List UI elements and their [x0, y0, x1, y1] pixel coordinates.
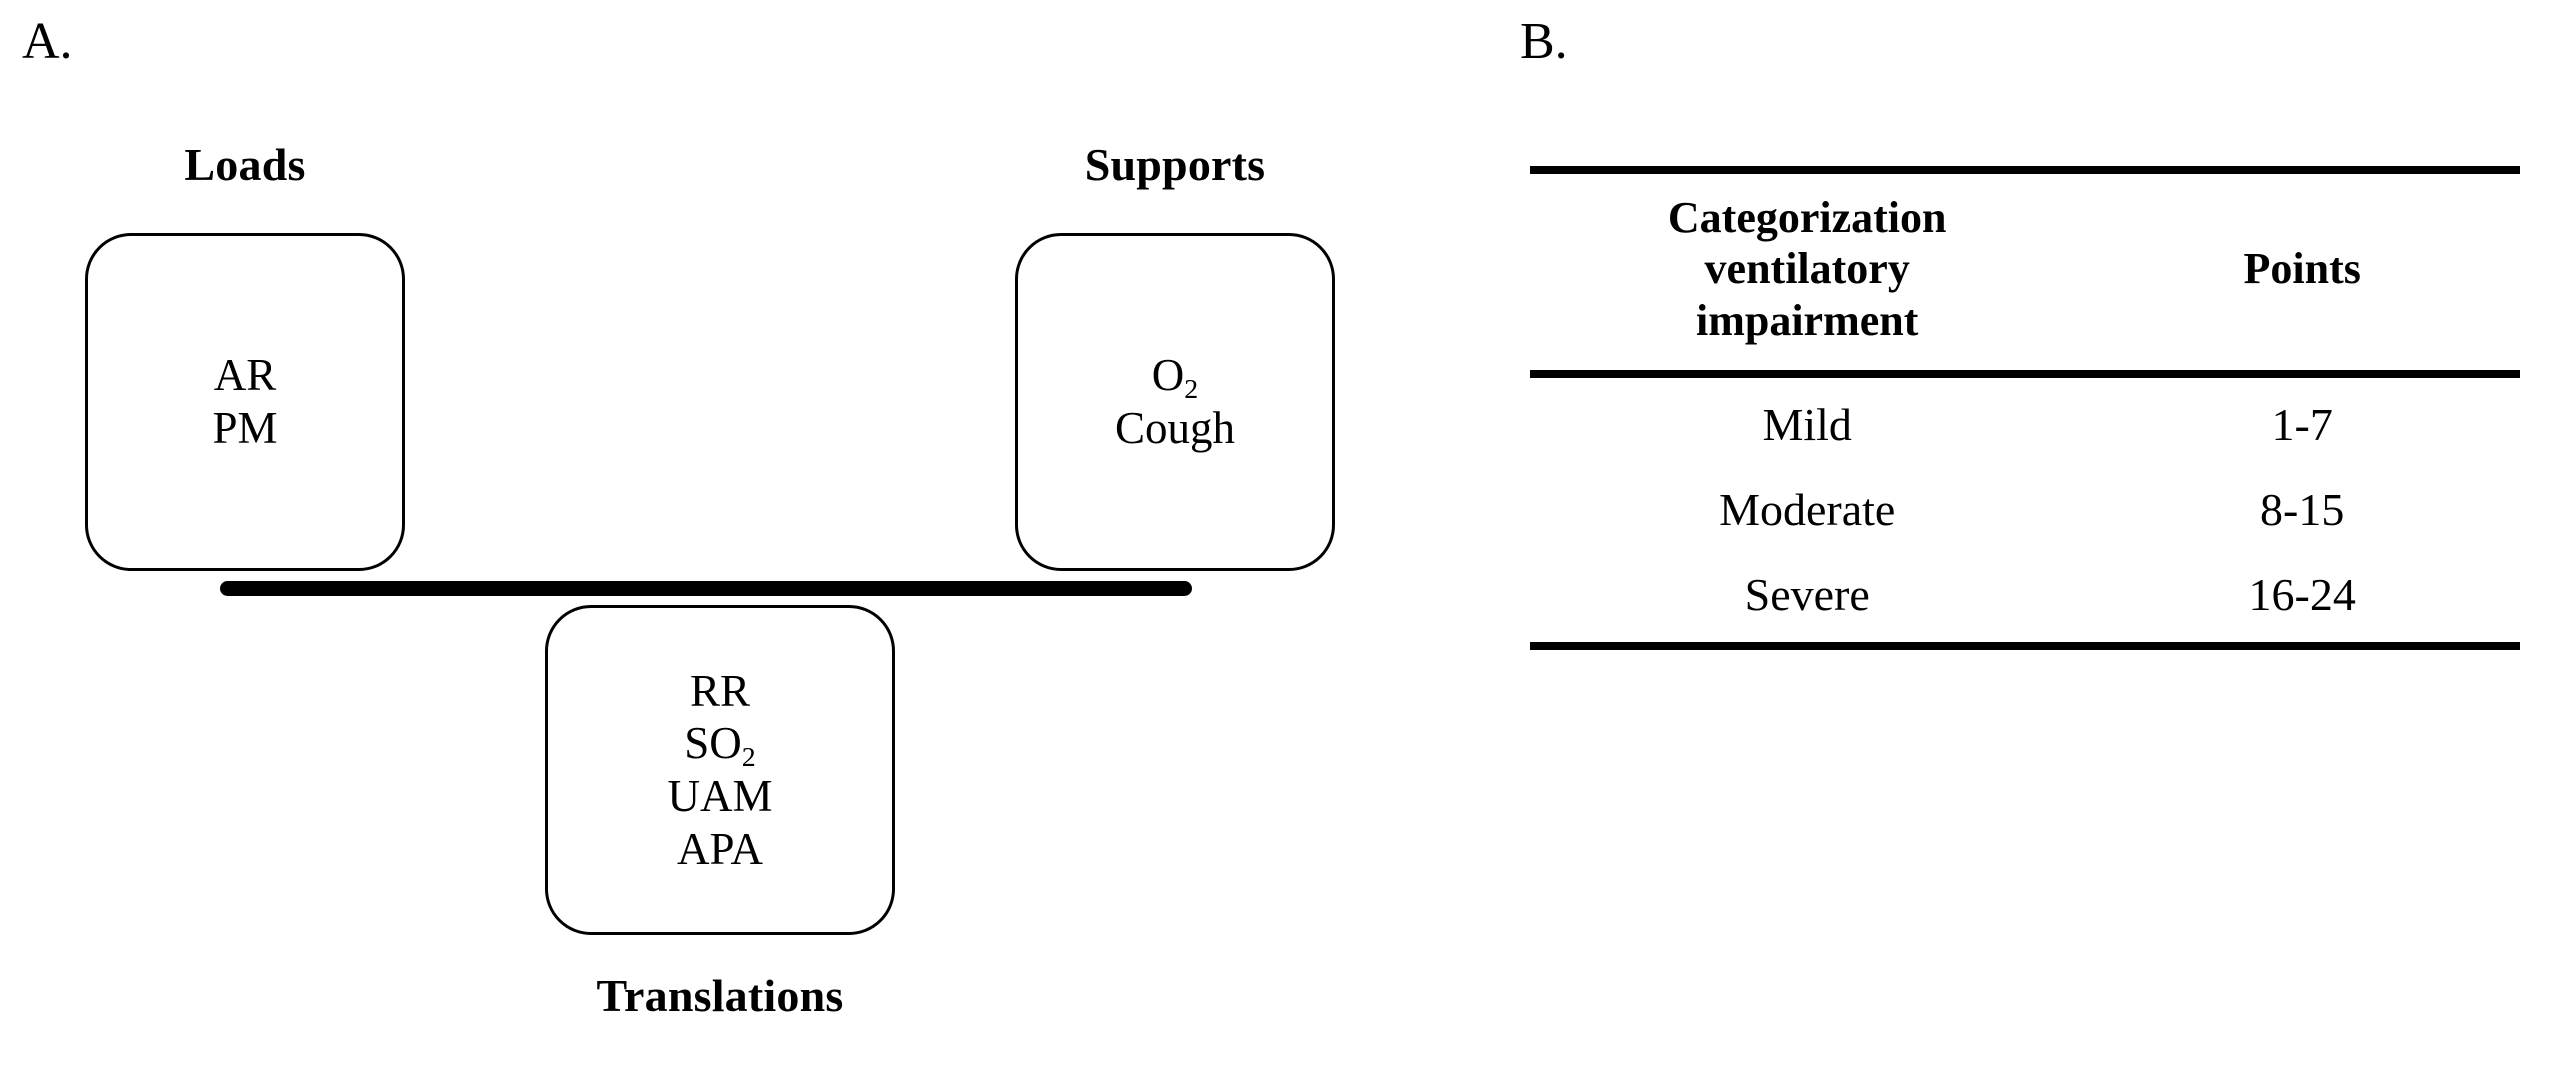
ventilatory-impairment-table: Categorization ventilatory impairment Po…	[1530, 165, 2520, 651]
translations-item-1-text: SO	[684, 718, 742, 769]
balance-beam	[220, 581, 1192, 596]
supports-caption: Supports	[1084, 139, 1266, 190]
loads-item-1-text: PM	[212, 403, 278, 453]
loads-box: AR PM	[85, 233, 405, 571]
loads-caption: Loads	[184, 139, 306, 190]
translations-item-1-subscript: 2	[741, 742, 756, 774]
loads-item-0-text: AR	[213, 350, 277, 401]
table-row: Mild 1-7	[1530, 374, 2520, 468]
column-header-categorization: Categorization ventilatory impairment	[1530, 165, 2085, 379]
supports-item-0-subscript: 2	[1184, 374, 1199, 406]
cell-category-moderate: Moderate	[1719, 484, 1896, 535]
cell-points-mild: 1-7	[2271, 399, 2333, 451]
panel-b-letter: B.	[1520, 13, 1568, 70]
table-row: Severe 16-24	[1530, 552, 2520, 651]
table-row: Moderate 8-15	[1530, 468, 2520, 553]
supports-item-0: O2	[1151, 349, 1199, 406]
supports-item-0-text: O	[1151, 350, 1185, 401]
translations-box: RR SO2 UAM APA	[545, 605, 895, 935]
table-body: Mild 1-7 Moderate 8-15 Severe 16-24	[1530, 374, 2520, 651]
cell-category-severe: Severe	[1530, 552, 2085, 651]
column-header-categorization-line-2: impairment	[1695, 295, 1919, 345]
column-header-categorization-line-1: ventilatory	[1704, 244, 1910, 294]
table-header: Categorization ventilatory impairment Po…	[1530, 165, 2520, 379]
table-header-row: Categorization ventilatory impairment Po…	[1530, 165, 2520, 379]
supports-item-1-text: Cough	[1114, 403, 1235, 453]
translations-item-0-text: RR	[689, 665, 751, 716]
cell-points-severe: 16-24	[2084, 552, 2520, 651]
supports-box: O2 Cough	[1015, 233, 1335, 571]
translations-caption: Translations	[596, 970, 844, 1021]
panel-a: A. Loads AR PM Supports O2 Cough	[22, 13, 1335, 1021]
panel-a-letter: A.	[22, 13, 73, 70]
column-header-points: Points	[2084, 165, 2520, 379]
cell-category-mild: Mild	[1762, 399, 1852, 451]
translations-item-1: SO2	[684, 717, 756, 774]
translations-item-2: UAM	[667, 770, 772, 823]
panel-b: B. Categorization ventilatory impairment…	[1460, 0, 2566, 1070]
column-header-points-line-0: Points	[2243, 244, 2361, 294]
translations-item-3: APA	[677, 823, 763, 876]
cell-points-moderate: 8-15	[2260, 484, 2345, 535]
loads-item-0: AR	[214, 349, 277, 402]
translations-item-3-text: APA	[677, 823, 763, 874]
supports-item-1: Cough	[1115, 402, 1235, 455]
translations-item-2-text: UAM	[667, 771, 773, 821]
column-header-categorization-line-0: Categorization	[1667, 193, 1947, 242]
translations-item-0: RR	[690, 665, 750, 718]
loads-item-1: PM	[212, 402, 277, 455]
